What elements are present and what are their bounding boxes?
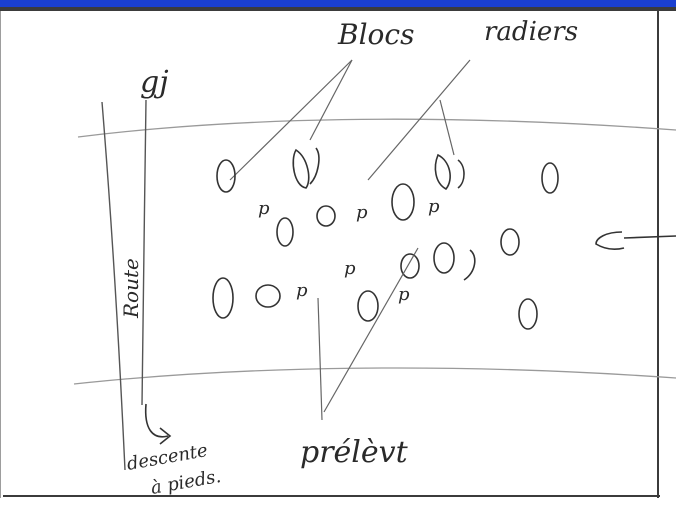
label-route: Route (119, 258, 143, 319)
block (293, 150, 309, 188)
descent-arrow (146, 404, 170, 444)
sample-mark: p (344, 258, 356, 279)
block (458, 160, 464, 188)
flow-arrow (596, 232, 676, 249)
sample-mark: p (296, 280, 308, 301)
block (519, 299, 537, 329)
block (213, 278, 233, 318)
label-radiers: radiers (484, 17, 578, 47)
sample-mark: p (428, 196, 440, 217)
block (542, 163, 558, 193)
paper-border (0, 10, 660, 498)
prelevt-leaders (318, 248, 418, 420)
blocks-group (213, 148, 558, 329)
river-bank-lower (74, 368, 676, 384)
sample-mark: p (398, 284, 410, 305)
label-top-mark: gj (140, 65, 169, 100)
block (434, 243, 454, 273)
block (317, 206, 335, 226)
label-prelevt: prélèvt (300, 435, 409, 470)
sample-mark: p (356, 202, 368, 223)
block (501, 229, 519, 255)
block (464, 250, 475, 280)
label-a-pieds: à pieds. (149, 466, 222, 499)
block (217, 160, 235, 192)
block (256, 285, 280, 307)
block (401, 254, 419, 278)
river-bank-upper (78, 119, 676, 137)
block (358, 291, 378, 321)
block (392, 184, 414, 220)
block (435, 155, 450, 189)
block (310, 148, 319, 184)
block (277, 218, 293, 246)
label-blocs: Blocs (337, 18, 414, 51)
sample-mark: p (258, 198, 270, 219)
